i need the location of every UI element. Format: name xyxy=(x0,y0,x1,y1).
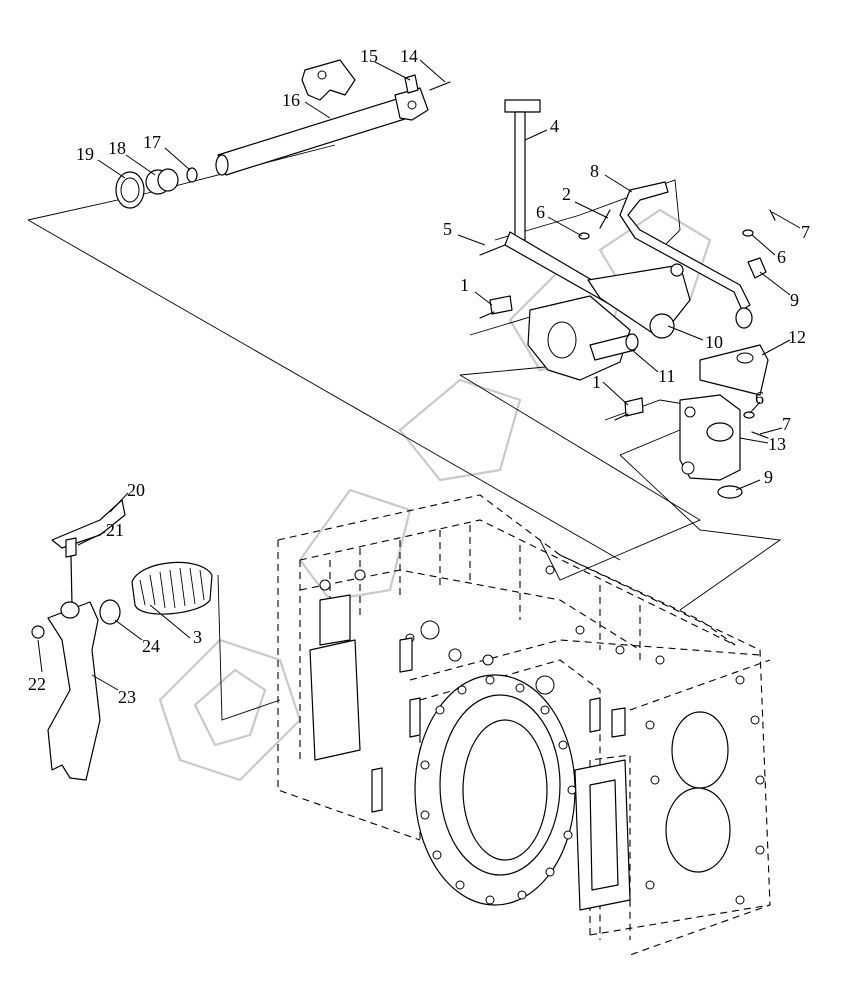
pedal-arm xyxy=(514,111,526,241)
callout-4: 4 xyxy=(550,116,559,136)
callout-1b: 1 xyxy=(592,372,601,392)
callout-2: 2 xyxy=(562,184,571,204)
fork-lever xyxy=(47,601,101,781)
bolt-1b xyxy=(624,397,644,417)
callout-17: 17 xyxy=(143,132,161,152)
callout-6b: 6 xyxy=(777,247,786,267)
cover-plate xyxy=(527,295,631,381)
callout-14: 14 xyxy=(400,46,418,66)
callout-leaders xyxy=(37,59,801,691)
shaft-assembly xyxy=(115,59,451,209)
washer-22 xyxy=(31,625,45,639)
callout-7a: 7 xyxy=(801,222,810,242)
retaining-ring xyxy=(717,485,743,499)
callout-7b: 7 xyxy=(782,414,791,434)
bent-rod xyxy=(619,181,751,311)
shaft xyxy=(217,97,409,176)
flange-bolt-holes xyxy=(420,675,577,905)
callout-11: 11 xyxy=(658,366,675,386)
callout-labels: 1 1 2 3 4 5 6 6 6 7 7 8 9 9 10 11 12 13 … xyxy=(28,46,810,707)
callout-9a: 9 xyxy=(790,290,799,310)
callout-6a: 6 xyxy=(536,202,545,222)
callout-18: 18 xyxy=(108,138,126,158)
callout-12: 12 xyxy=(788,327,806,347)
callout-16: 16 xyxy=(282,90,300,110)
fork-assembly xyxy=(31,499,213,781)
lever-bracket xyxy=(301,59,356,101)
callout-24: 24 xyxy=(142,636,160,656)
bolt-1a xyxy=(489,295,513,315)
callout-9b: 9 xyxy=(764,467,773,487)
snap-ring xyxy=(186,167,198,183)
callout-13: 13 xyxy=(768,434,786,454)
callout-3: 3 xyxy=(193,627,202,647)
callout-23: 23 xyxy=(118,687,136,707)
transmission-housing xyxy=(277,494,771,956)
guide-lines xyxy=(27,144,782,721)
screw-21 xyxy=(65,537,77,558)
callout-10: 10 xyxy=(705,332,723,352)
plate-20 xyxy=(51,499,126,549)
callout-22: 22 xyxy=(28,674,46,694)
bushing-24 xyxy=(99,599,121,625)
callout-6c: 6 xyxy=(755,388,764,408)
callout-15: 15 xyxy=(360,46,378,66)
callout-5: 5 xyxy=(443,219,452,239)
pedal-pad xyxy=(504,99,541,113)
callout-20: 20 xyxy=(127,480,145,500)
callout-19: 19 xyxy=(76,144,94,164)
callout-21: 21 xyxy=(106,520,124,540)
pedal-assembly xyxy=(479,99,776,499)
callout-1a: 1 xyxy=(460,275,469,295)
callout-8: 8 xyxy=(590,161,599,181)
